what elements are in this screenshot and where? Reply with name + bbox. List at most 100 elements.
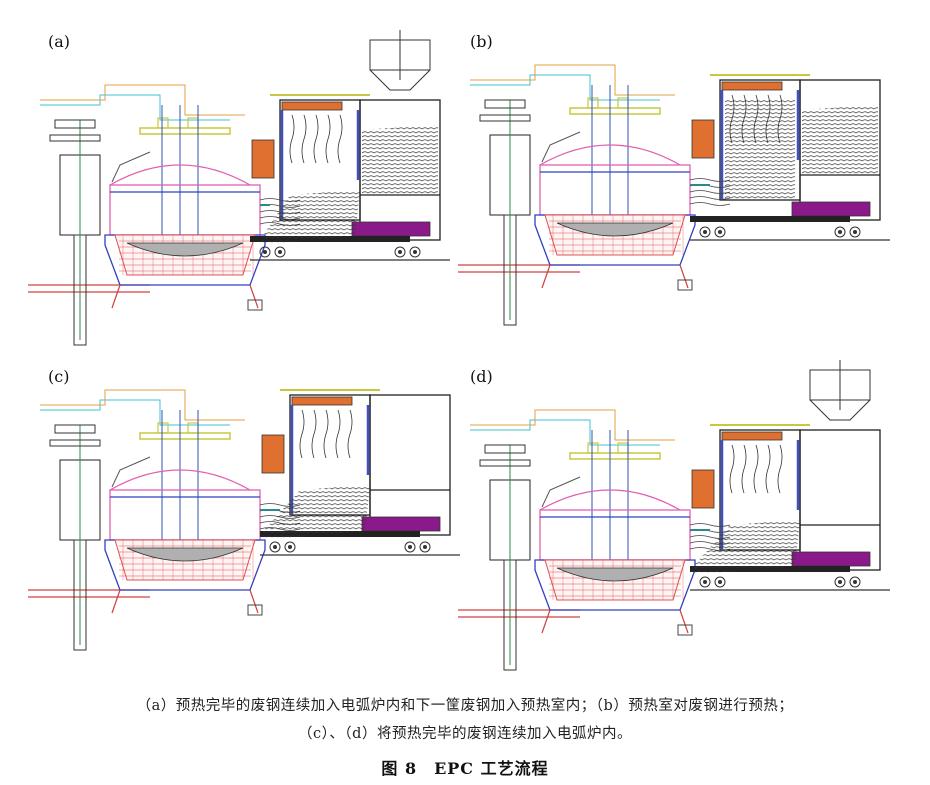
charging-chamber bbox=[359, 99, 441, 241]
trolley-wheel-hub bbox=[288, 545, 292, 549]
burner-box bbox=[251, 139, 275, 179]
furnace-leg bbox=[249, 284, 259, 309]
conveyor-deck bbox=[690, 216, 850, 222]
gas-flow-line bbox=[729, 444, 735, 494]
trolley-wheel-hub bbox=[423, 545, 427, 549]
preheat-chamber bbox=[719, 79, 801, 201]
gas-flow-line bbox=[777, 444, 783, 494]
charging-chamber bbox=[369, 394, 451, 536]
burner-box bbox=[691, 469, 715, 509]
furnace-roof bbox=[539, 489, 681, 511]
trolley-wheel bbox=[699, 576, 711, 588]
caption-line-1: （a）预热完毕的废钢连续加入电弧炉内和下一筐废钢加入预热室内；（b）预热室对废钢… bbox=[136, 698, 794, 714]
roof-lifting-frame bbox=[541, 131, 581, 163]
electrode-arm bbox=[54, 424, 96, 434]
scrap-texture bbox=[802, 105, 878, 174]
yellow-beam bbox=[139, 432, 231, 440]
conveyor-deck bbox=[260, 531, 420, 537]
yellow-beam bbox=[569, 452, 661, 460]
roof-lifting-frame bbox=[111, 151, 151, 183]
yellow-beam bbox=[139, 127, 231, 135]
tilt-support bbox=[677, 279, 693, 291]
trolley-wheel-hub bbox=[703, 580, 707, 584]
arm-cable bbox=[40, 399, 230, 426]
trolley-wheel-hub bbox=[718, 580, 722, 584]
arm-cable bbox=[40, 94, 230, 121]
gas-flow-line bbox=[753, 94, 759, 144]
heat-flow-line bbox=[259, 521, 301, 525]
furnace-roof bbox=[109, 164, 251, 186]
furnace-leg bbox=[111, 589, 121, 614]
panel-label-b: (b) bbox=[470, 32, 493, 51]
clamp bbox=[587, 97, 599, 109]
clamp bbox=[157, 422, 169, 434]
scrap-pile bbox=[802, 105, 878, 174]
molten-bath bbox=[556, 567, 674, 582]
trolley-wheel bbox=[409, 246, 421, 258]
trolley-wheel bbox=[284, 541, 296, 553]
diagram-group bbox=[28, 389, 460, 651]
tilt-support bbox=[677, 624, 693, 636]
heat-flow-line bbox=[259, 216, 301, 220]
heat-flow-line bbox=[689, 523, 731, 527]
pusher-plate bbox=[361, 516, 441, 532]
conveyor-deck bbox=[250, 236, 410, 242]
heat-flow-line bbox=[259, 222, 301, 226]
epc-diagram-b bbox=[458, 64, 890, 326]
gas-flow-line bbox=[777, 94, 783, 144]
electrode-arm bbox=[484, 99, 526, 109]
furnace-leg bbox=[249, 589, 259, 614]
bucket-hopper bbox=[369, 69, 431, 91]
electrode-arm bbox=[479, 114, 531, 122]
panel-a: (a) bbox=[20, 20, 490, 360]
epc-diagram-c bbox=[28, 389, 460, 651]
pusher-plate bbox=[791, 201, 871, 217]
roof-lifting-frame bbox=[111, 456, 151, 488]
electrode-arm bbox=[479, 459, 531, 467]
clamp bbox=[157, 117, 169, 129]
trolley-wheel-hub bbox=[838, 230, 842, 234]
scrap-pile bbox=[260, 190, 360, 243]
trolley-wheel bbox=[394, 246, 406, 258]
heat-flow-line bbox=[259, 503, 301, 507]
furnace-leg bbox=[111, 284, 121, 309]
roof-lifting-frame bbox=[541, 476, 581, 508]
gas-flow-line bbox=[299, 409, 305, 459]
chamber-top-cover bbox=[721, 431, 783, 441]
gas-flow-line bbox=[729, 94, 735, 144]
panel-label-c: (c) bbox=[48, 367, 70, 386]
conveyor-deck bbox=[690, 566, 850, 572]
tilt-support bbox=[247, 604, 263, 616]
furnace-leg bbox=[541, 264, 551, 289]
scrap-pile bbox=[725, 98, 795, 199]
panel-d: (d) bbox=[450, 355, 920, 695]
molten-bath bbox=[126, 242, 244, 257]
chamber-top-cover bbox=[281, 101, 343, 111]
charging-chamber bbox=[799, 79, 881, 221]
burner-box bbox=[261, 434, 285, 474]
figure-title: 图 8 EPC 工艺流程 bbox=[381, 759, 549, 778]
diagram-group bbox=[458, 64, 890, 326]
heat-flow-line bbox=[689, 541, 731, 545]
trolley-wheel-hub bbox=[853, 230, 857, 234]
panel-label-a: (a) bbox=[48, 32, 71, 51]
gas-flow-line bbox=[313, 114, 319, 164]
furnace-leg bbox=[679, 264, 689, 289]
pusher-plate bbox=[791, 551, 871, 567]
electrode-arm bbox=[49, 134, 101, 142]
tilt-support bbox=[247, 299, 263, 311]
arm-cable bbox=[470, 419, 660, 446]
scrap-texture bbox=[362, 125, 438, 194]
trolley-wheel-hub bbox=[408, 545, 412, 549]
trolley-wheel bbox=[699, 226, 711, 238]
trolley-wheel bbox=[269, 541, 281, 553]
trolley-wheel bbox=[714, 576, 726, 588]
gas-flow-line bbox=[347, 409, 353, 459]
gas-flow-line bbox=[311, 409, 317, 459]
trolley-wheel bbox=[404, 541, 416, 553]
epc-diagram-a bbox=[28, 30, 450, 346]
electrode-arm bbox=[484, 444, 526, 454]
furnace-leg bbox=[679, 609, 689, 634]
chamber-top-cover bbox=[721, 81, 783, 91]
heat-flow-line bbox=[689, 196, 731, 200]
